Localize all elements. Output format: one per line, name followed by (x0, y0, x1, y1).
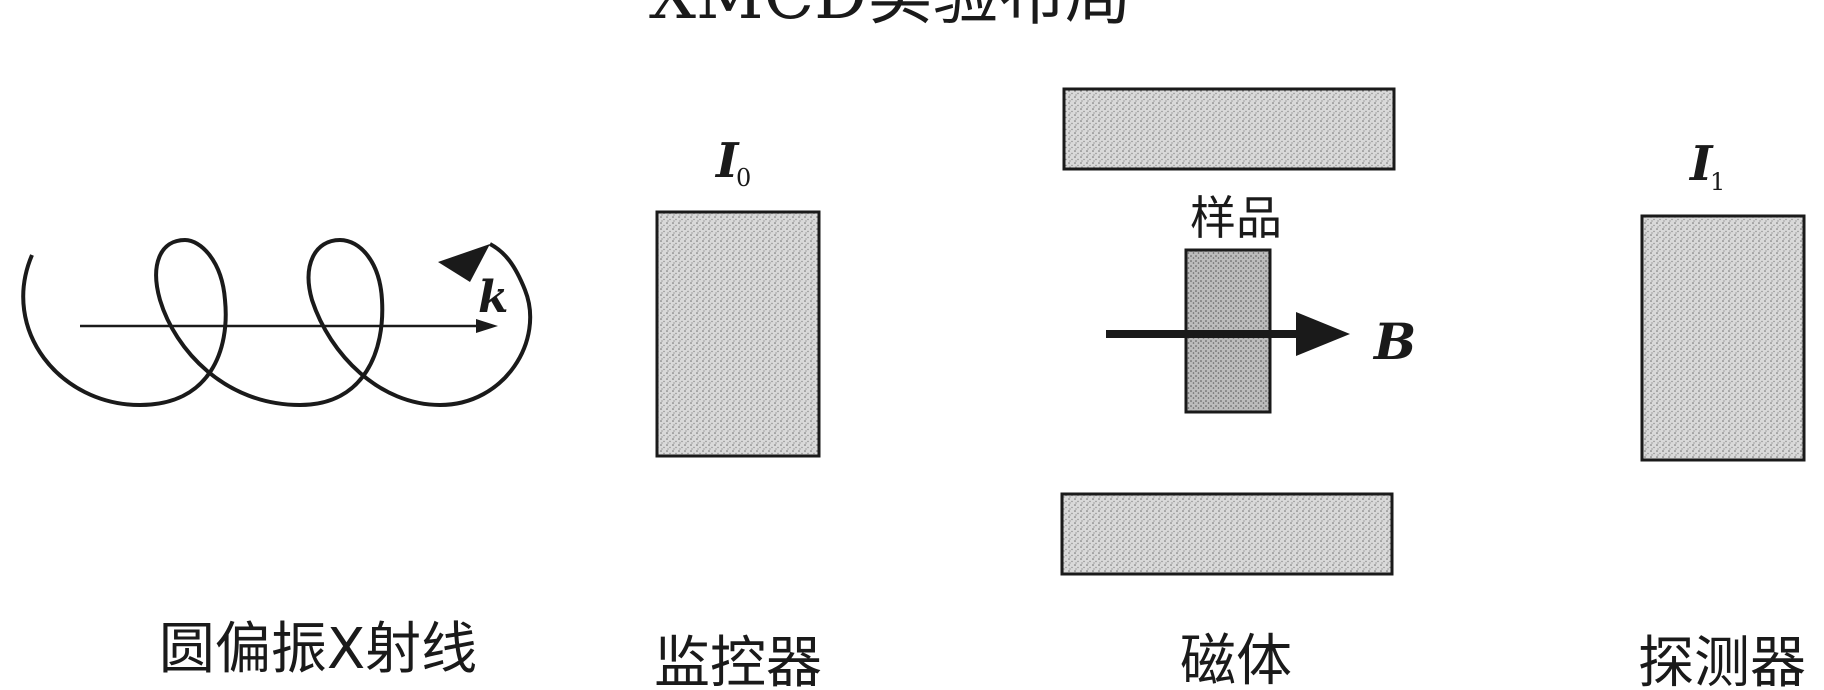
magnet-pole-bottom (1060, 492, 1394, 576)
monitor-box (655, 210, 821, 458)
magnetic-field-label: B (1372, 312, 1416, 371)
monitor: I 0 (655, 133, 821, 458)
diagram-title: XMCD实验布局 (649, 0, 1131, 34)
helix-arrowhead (438, 244, 490, 282)
circular-polarized-beam: k (21, 237, 532, 408)
magnet-assembly: 样品 B (1060, 87, 1416, 576)
detector: I 1 (1640, 136, 1806, 462)
monitor-intensity-symbol: I (714, 133, 740, 189)
beam-caption: 圆偏振X射线 (159, 617, 477, 682)
monitor-intensity-subscript: 0 (736, 164, 751, 192)
sample-label: 样品 (1190, 191, 1282, 245)
magnet-caption: 磁体 (1180, 629, 1292, 690)
helix-curve (21, 237, 532, 408)
detector-intensity-subscript: 1 (1710, 168, 1725, 196)
monitor-caption: 监控器 (654, 631, 822, 690)
detector-caption: 探测器 (1638, 631, 1806, 690)
wave-vector-label: k (478, 272, 509, 323)
magnet-pole-top (1062, 87, 1396, 171)
propagation-arrowhead (476, 319, 498, 333)
detector-box (1640, 214, 1806, 462)
magnetic-field-arrowhead (1296, 312, 1350, 356)
detector-intensity-symbol: I (1688, 136, 1714, 192)
